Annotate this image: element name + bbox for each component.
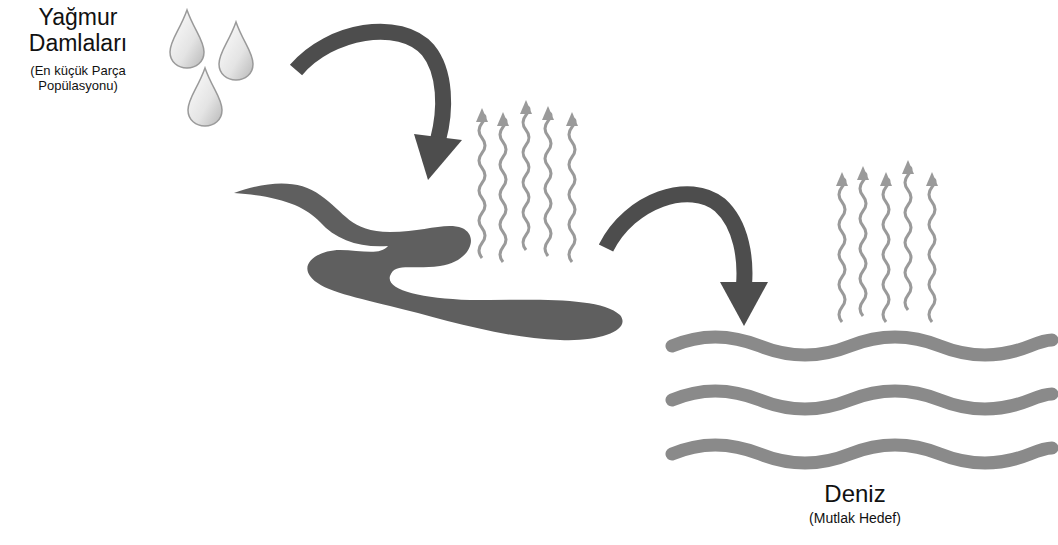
evaporation-arrows <box>836 160 938 322</box>
label-group: Deniz (Mutlak Hedef) <box>740 480 970 526</box>
label-group: Yağmur Damlaları (En küçük Parça Popülasy… <box>2 4 154 94</box>
node-subtitle: (Mutlak Hedef) <box>740 510 970 527</box>
river-shape <box>234 183 623 340</box>
node-heading: Yağmur Damlaları <box>2 4 154 57</box>
node-heading: Deniz <box>740 480 970 508</box>
evaporation-arrows <box>476 100 578 262</box>
curved-arrow <box>296 32 462 180</box>
rain-drops-group: Yağmur Damlaları (En küçük Parça Popülasy… <box>0 0 260 135</box>
node-subtitle: (En küçük Parça Popülasyonu) <box>2 63 154 94</box>
sea-group: Deniz (Mutlak Hedef) <box>660 330 1058 545</box>
curved-arrow <box>606 194 768 326</box>
rain-drops <box>170 10 253 126</box>
sea-waves <box>672 337 1052 463</box>
